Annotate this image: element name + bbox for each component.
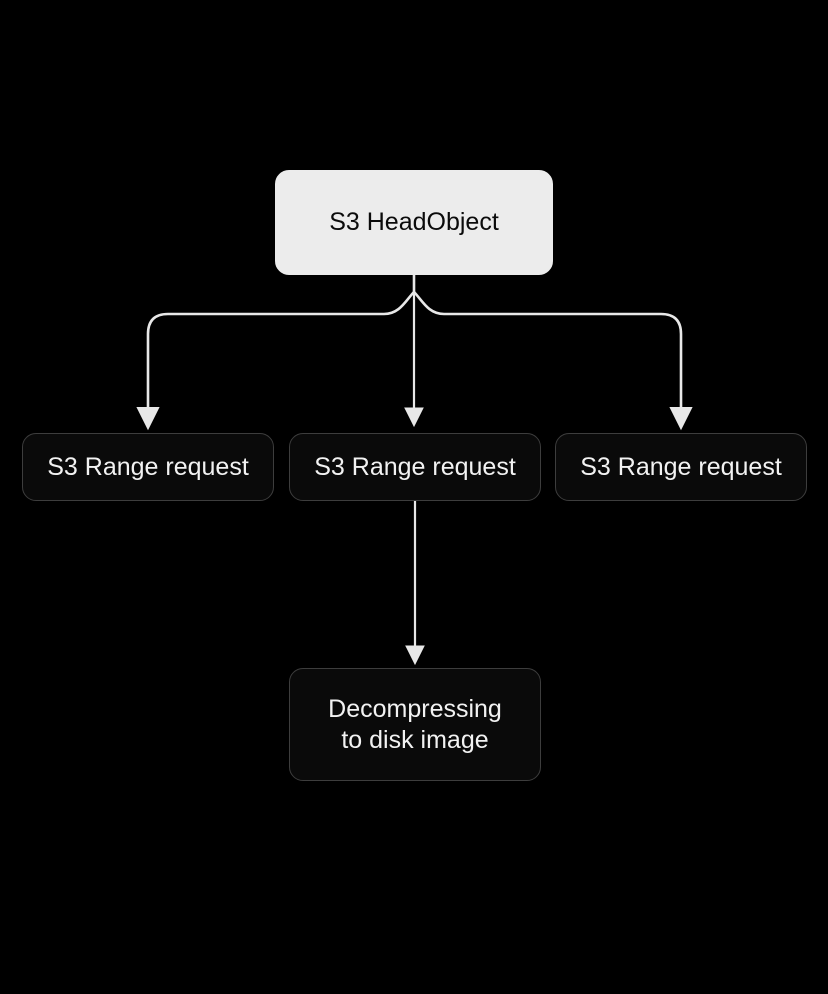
node-label: S3 HeadObject	[329, 208, 499, 237]
node-s3-range-request-right[interactable]: S3 Range request	[555, 433, 807, 501]
edge-head-to-right	[412, 290, 693, 431]
node-label: S3 Range request	[580, 452, 782, 481]
node-label: S3 Range request	[314, 452, 516, 481]
node-s3-headobject[interactable]: S3 HeadObject	[275, 170, 553, 275]
node-label: Decompressing to disk image	[328, 695, 502, 754]
node-decompressing-to-disk-image[interactable]: Decompressing to disk image	[289, 668, 541, 781]
edge-head-to-left	[136, 290, 416, 431]
node-s3-range-request-middle[interactable]: S3 Range request	[289, 433, 541, 501]
node-s3-range-request-left[interactable]: S3 Range request	[22, 433, 274, 501]
node-label: S3 Range request	[47, 452, 249, 481]
